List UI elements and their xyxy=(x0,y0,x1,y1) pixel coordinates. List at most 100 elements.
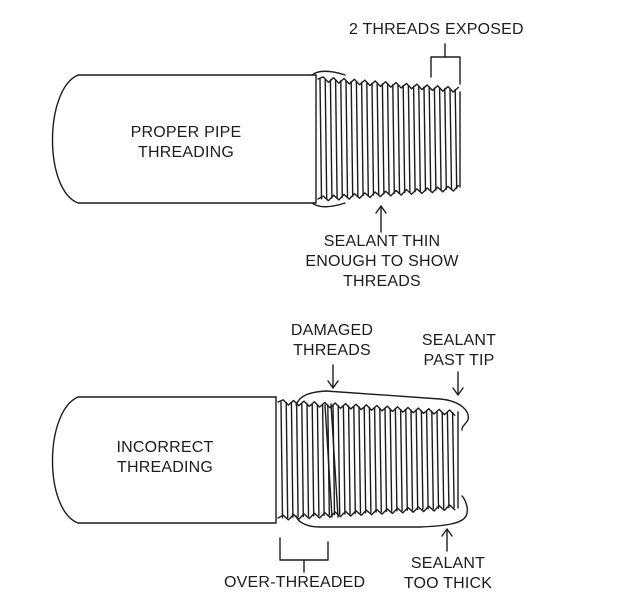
thread-line xyxy=(431,410,434,510)
over-threaded-bracket xyxy=(279,537,329,561)
thread-line xyxy=(425,410,429,510)
incorrect-thread-bottom-edge xyxy=(277,504,456,521)
thread-line xyxy=(451,411,455,509)
thread-line xyxy=(280,401,284,519)
proper-pipe-label-line2: THREADING xyxy=(137,144,235,161)
thread-line xyxy=(381,83,385,195)
thread-line xyxy=(358,406,362,514)
thread-line xyxy=(444,88,447,190)
past-tip-line2: PAST TIP xyxy=(423,352,495,369)
thread-line xyxy=(454,88,458,190)
past-tip-line1: SEALANT xyxy=(421,332,497,349)
thread-line xyxy=(412,85,416,193)
proper-thread-bottom-edge xyxy=(317,184,460,202)
damaged-line1: DAMAGED xyxy=(290,322,374,339)
proper-sealant-top xyxy=(311,70,346,76)
thread-line xyxy=(363,406,367,514)
past-tip-arrowhead xyxy=(452,387,464,396)
thread-line xyxy=(332,404,336,516)
damaged-line2: THREADS xyxy=(293,342,371,359)
thread-line xyxy=(371,82,375,196)
proper-thread-lines xyxy=(319,78,458,200)
incorrect-thread-top-edge xyxy=(277,399,456,417)
proper-pipe-body xyxy=(51,74,317,204)
incorrect-pipe-label-line2: THREADING xyxy=(116,459,214,476)
incorrect-thread-lines xyxy=(280,401,455,519)
thread-line xyxy=(319,78,323,200)
thread-line xyxy=(423,86,427,192)
sealant-thin-arrowhead xyxy=(375,205,387,214)
thick-sealant-outline xyxy=(295,390,469,528)
thread-line xyxy=(353,405,356,515)
thread-line xyxy=(355,81,359,197)
damaged-thread-a xyxy=(324,404,333,518)
thread-line xyxy=(405,409,408,511)
thread-line xyxy=(446,411,450,509)
sealant-too-thick-label: SEALANT TOO THICK xyxy=(394,554,502,594)
thread-line xyxy=(350,80,354,198)
thread-line xyxy=(394,408,398,512)
incorrect-pipe-label-line1: INCORRECT xyxy=(116,439,214,456)
thread-line xyxy=(316,403,320,517)
thread-line xyxy=(402,84,406,194)
thread-line xyxy=(392,84,395,194)
sealant-thin-label: SEALANT THIN ENOUGH TO SHOW THREADS xyxy=(276,232,488,292)
thread-line xyxy=(415,409,419,511)
proper-pipe-label: PROPER PIPE THREADING xyxy=(104,123,268,163)
thread-line xyxy=(366,82,369,196)
thread-line xyxy=(441,411,445,509)
thread-line xyxy=(347,405,351,515)
damaged-thread-b xyxy=(330,403,339,518)
thread-line xyxy=(399,408,403,512)
proper-sealant-bottom xyxy=(311,202,346,208)
thread-line xyxy=(285,401,289,519)
thread-line xyxy=(301,402,304,518)
thread-line xyxy=(436,411,440,509)
thread-line xyxy=(373,407,377,513)
thread-line xyxy=(368,406,372,514)
thread-line xyxy=(379,407,382,513)
thread-line xyxy=(360,81,364,197)
thread-line xyxy=(306,403,310,517)
thread-line xyxy=(321,404,325,516)
proper-thread-top-edge xyxy=(317,76,460,93)
thread-line xyxy=(324,78,328,200)
thread-line xyxy=(418,86,421,192)
exposed-bracket xyxy=(430,56,461,85)
thread-line xyxy=(290,402,294,518)
thread-line xyxy=(449,88,453,190)
thread-line xyxy=(389,408,393,512)
thread-line xyxy=(397,84,401,194)
too-thick-line2: TOO THICK xyxy=(403,575,493,592)
thread-line xyxy=(329,79,333,199)
over-threaded-label: OVER-THREADED xyxy=(224,574,366,591)
thread-line xyxy=(384,407,388,513)
incorrect-pipe-body xyxy=(51,396,277,524)
sealant-thin-line3: THREADS xyxy=(343,273,421,290)
sealant-thin-line1: SEALANT THIN xyxy=(323,233,441,250)
thread-line xyxy=(407,85,411,193)
proper-pipe-label-line1: PROPER PIPE xyxy=(130,124,242,141)
thread-line xyxy=(438,87,442,191)
damaged-arrowhead xyxy=(327,380,339,389)
thread-line xyxy=(428,86,432,192)
thread-line xyxy=(334,79,338,199)
thread-line xyxy=(337,404,341,516)
thread-line xyxy=(420,410,424,510)
thread-line xyxy=(410,409,414,511)
thread-line xyxy=(342,405,346,515)
thread-line xyxy=(311,403,315,517)
thread-line xyxy=(340,80,343,198)
sealant-thin-line2: ENOUGH TO SHOW xyxy=(305,253,459,270)
incorrect-pipe-label: INCORRECT THREADING xyxy=(90,438,240,478)
thread-line xyxy=(386,83,390,195)
damaged-threads-label: DAMAGED THREADS xyxy=(276,321,388,361)
exposed-threads-label: 2 THREADS EXPOSED xyxy=(349,21,524,38)
too-thick-arrowhead xyxy=(441,528,453,537)
thread-line xyxy=(295,402,299,518)
thread-line xyxy=(433,87,437,191)
too-thick-line1: SEALANT xyxy=(410,555,486,572)
thread-line xyxy=(345,80,349,198)
